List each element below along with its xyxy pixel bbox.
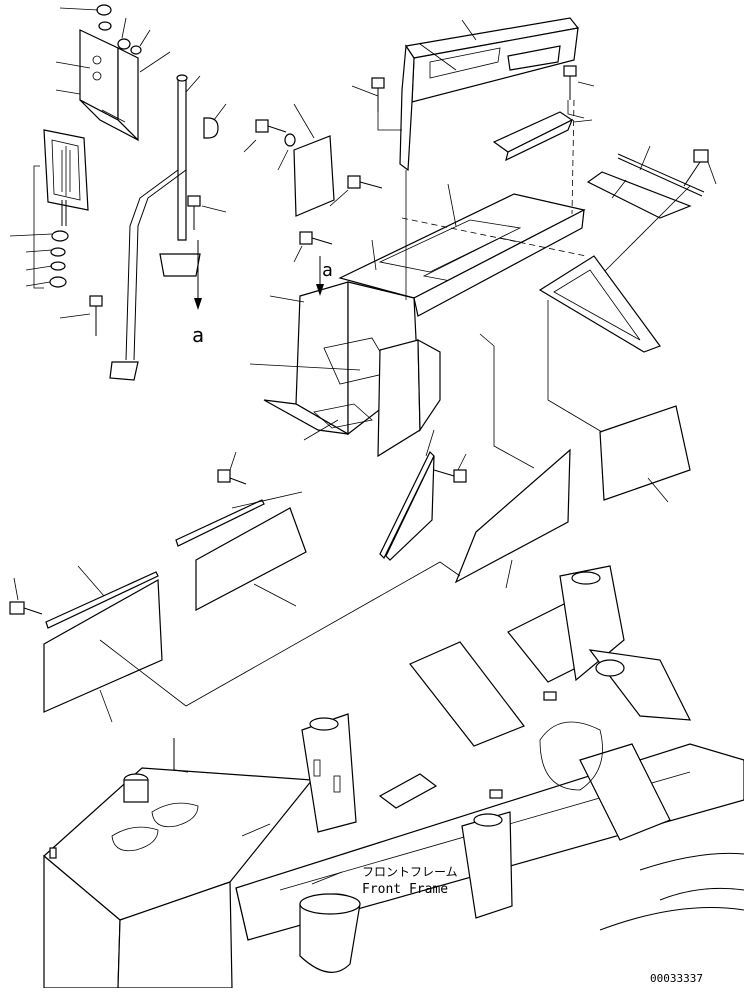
front-frame [43,565,744,989]
hand-rail [109,74,227,381]
view-marker-a-frame: a [322,260,333,281]
front-frame-label-jp: フロントフレーム [362,865,458,879]
drawing-number: 00033337 [650,972,703,985]
main-frame-assembly [249,183,661,458]
rear-cover-plate [547,300,691,503]
bracket-assembly [55,4,171,142]
side-panel-small [379,429,467,561]
work-lamp [9,129,89,289]
reference-line-long [99,561,461,707]
view-marker-a-left: a [192,323,204,347]
front-frame-label-en: Front Frame [362,882,448,897]
gasket-plate-small [293,103,335,217]
bolt-group-left [59,119,296,336]
bolt-group-center [293,175,383,263]
side-panel-large [454,333,571,589]
reference-lines [401,99,587,300]
upper-cover [351,17,595,172]
cover-left-large [9,565,163,723]
angle-bracket [492,100,593,162]
cover-middle [175,451,307,611]
seal-strip [586,145,717,285]
